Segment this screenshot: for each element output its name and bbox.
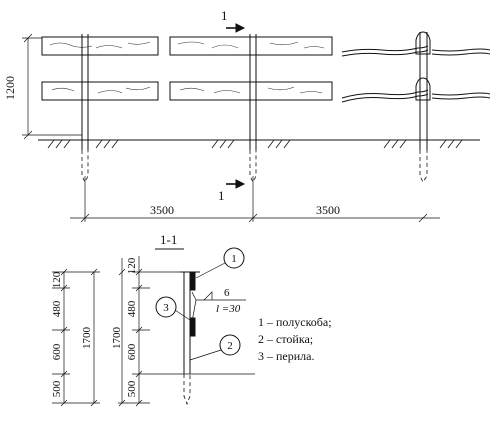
left-dim-total: 1700: [81, 327, 93, 350]
left-dim-4: 500: [51, 380, 63, 397]
weld-length: l =30: [216, 303, 241, 315]
ground-line: [38, 139, 480, 149]
callout-3-label: 3: [163, 302, 169, 314]
inner-dim-2: 480: [126, 300, 138, 317]
rail-lower-middle: [169, 81, 333, 101]
span-dim-right: 3500: [316, 203, 340, 217]
height-dimension: 1200: [3, 33, 82, 140]
legend-item-2: 2 – стойка;: [258, 332, 313, 346]
callout-1-label: 1: [231, 253, 237, 265]
post-3: [415, 31, 431, 183]
rail-upper-left: [41, 36, 159, 56]
post-1: [81, 34, 89, 222]
post-2: [249, 34, 257, 222]
span-dimension: 3500 3500: [70, 203, 440, 223]
legend-item-3: 3 – перила.: [258, 349, 314, 363]
weld-size: 6: [224, 287, 230, 299]
left-dimension-chain: 120 480 600 500 1700: [51, 268, 100, 407]
span-dim-left: 3500: [150, 203, 174, 217]
left-dim-1: 120: [51, 271, 63, 288]
legend: 1 – полускоба; 2 – стойка; 3 – перила.: [258, 315, 332, 363]
section-mark-bottom-label: 1: [218, 188, 225, 203]
legend-item-1: 1 – полускоба;: [258, 315, 332, 329]
section-mark-top: 1: [221, 8, 246, 33]
callout-3: 3: [155, 296, 191, 321]
section-mark-bottom: 1: [218, 179, 246, 203]
rail-lower-left: [41, 81, 159, 101]
inner-dim-4: 500: [126, 380, 138, 397]
inner-dim-1: 120: [126, 257, 138, 274]
section-view: 1-1 120 480 600 500 1700: [51, 232, 332, 407]
weld-symbol: 6 l =30: [191, 287, 246, 323]
callout-2: 2: [189, 334, 241, 361]
inner-dimension-chain: 120 480 600 500 1700: [111, 256, 255, 407]
section-post: [180, 271, 200, 406]
rail-section-upper: [341, 45, 491, 57]
inner-dim-total: 1700: [111, 327, 123, 350]
section-title: 1-1: [160, 232, 177, 247]
callout-2-label: 2: [227, 340, 233, 352]
inner-dim-3: 600: [126, 343, 138, 360]
rail-section-lower: [341, 89, 491, 103]
section-mark-top-label: 1: [221, 8, 228, 23]
height-dim-label: 1200: [3, 76, 17, 100]
left-dim-2: 480: [51, 300, 63, 317]
callout-1: 1: [195, 247, 245, 279]
left-dim-3: 600: [51, 343, 63, 360]
elevation-view: 1200: [3, 8, 491, 223]
rail-upper-middle: [169, 36, 333, 56]
